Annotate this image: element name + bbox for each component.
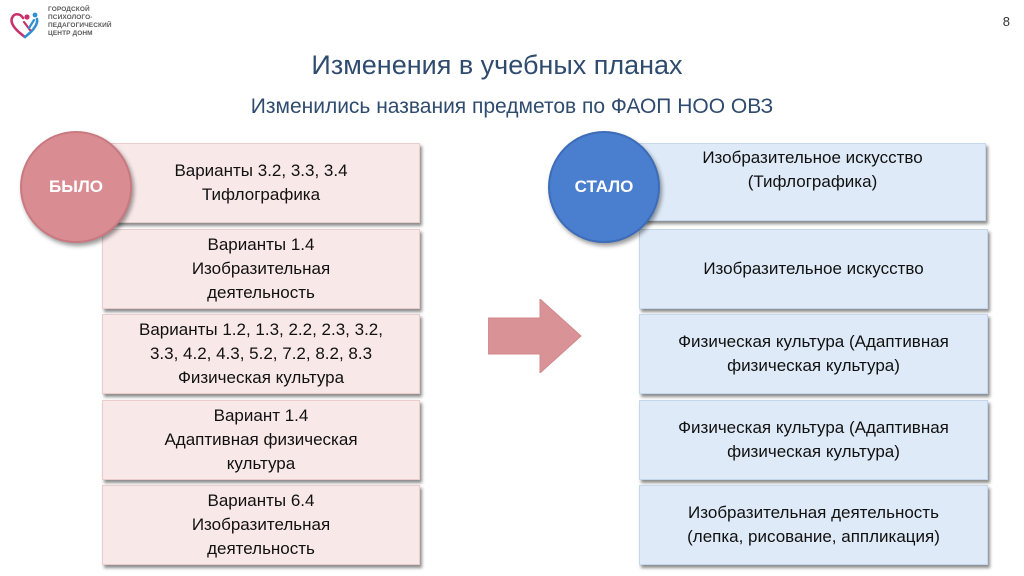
now-item-text: Изобразительное искусство	[703, 259, 924, 278]
heart-figures-icon	[10, 12, 39, 39]
now-item: Изобразительное искусство (Тифлографика)	[639, 143, 986, 221]
page-subtitle: Изменились названия предметов по ФАОП НО…	[250, 95, 774, 118]
page-title-text: Изменения в учебных планах	[311, 50, 683, 80]
page-title: Изменения в учебных планах	[0, 50, 1024, 81]
now-label: СТАЛО	[574, 177, 634, 196]
was-label-circle: БЫЛО	[20, 131, 132, 243]
right-arrow-icon	[488, 299, 582, 373]
logo-line: ПЕДАГОГИЧЕСКИЙ	[48, 22, 112, 29]
now-item-text: Физическая культура (Адаптивная физическ…	[678, 332, 949, 375]
now-item-text: Изобразительное искусство (Тифлографика)	[702, 148, 923, 191]
now-item: Физическая культура (Адаптивная физическ…	[639, 400, 988, 480]
was-item-text: Вариант 1.4 Адаптивная физическая культу…	[164, 406, 358, 473]
now-item: Изобразительная деятельность (лепка, рис…	[639, 485, 988, 565]
page-number: 8	[1002, 14, 1010, 29]
logo-line: ПСИХОЛОГО-	[48, 14, 93, 21]
was-item: Варианты 3.2, 3.3, 3.4 Тифлографика	[102, 143, 420, 223]
logo-line: ЦЕНТР ДОНМ	[48, 30, 93, 37]
was-item: Варианты 1.2, 1.3, 2.2, 2.3, 3.2, 3.3, 4…	[102, 314, 420, 394]
was-item-text: Варианты 1.4 Изобразительная деятельност…	[191, 235, 331, 302]
now-item: Физическая культура (Адаптивная физическ…	[639, 314, 988, 394]
was-item-text: Варианты 1.2, 1.3, 2.2, 2.3, 3.2, 3.3, 4…	[139, 320, 383, 387]
logo-text: ГОРОДСКОЙ ПСИХОЛОГО- ПЕДАГОГИЧЕСКИЙ ЦЕНТ…	[48, 6, 112, 38]
logo-line: ГОРОДСКОЙ	[48, 6, 90, 13]
now-item-text: Изобразительная деятельность (лепка, рис…	[687, 503, 940, 546]
was-item: Варианты 6.4 Изобразительная деятельност…	[102, 485, 420, 565]
was-item-text: Варианты 3.2, 3.3, 3.4 Тифлографика	[174, 161, 348, 204]
logo: ГОРОДСКОЙ ПСИХОЛОГО- ПЕДАГОГИЧЕСКИЙ ЦЕНТ…	[8, 4, 128, 42]
now-item: Изобразительное искусство	[639, 229, 988, 309]
was-item: Варианты 1.4 Изобразительная деятельност…	[102, 229, 420, 309]
was-item: Вариант 1.4 Адаптивная физическая культу…	[102, 400, 420, 480]
now-item-text: Физическая культура (Адаптивная физическ…	[678, 418, 949, 461]
was-label: БЫЛО	[48, 177, 103, 196]
was-item-text: Варианты 6.4 Изобразительная деятельност…	[191, 491, 331, 558]
now-label-circle: СТАЛО	[548, 131, 660, 243]
